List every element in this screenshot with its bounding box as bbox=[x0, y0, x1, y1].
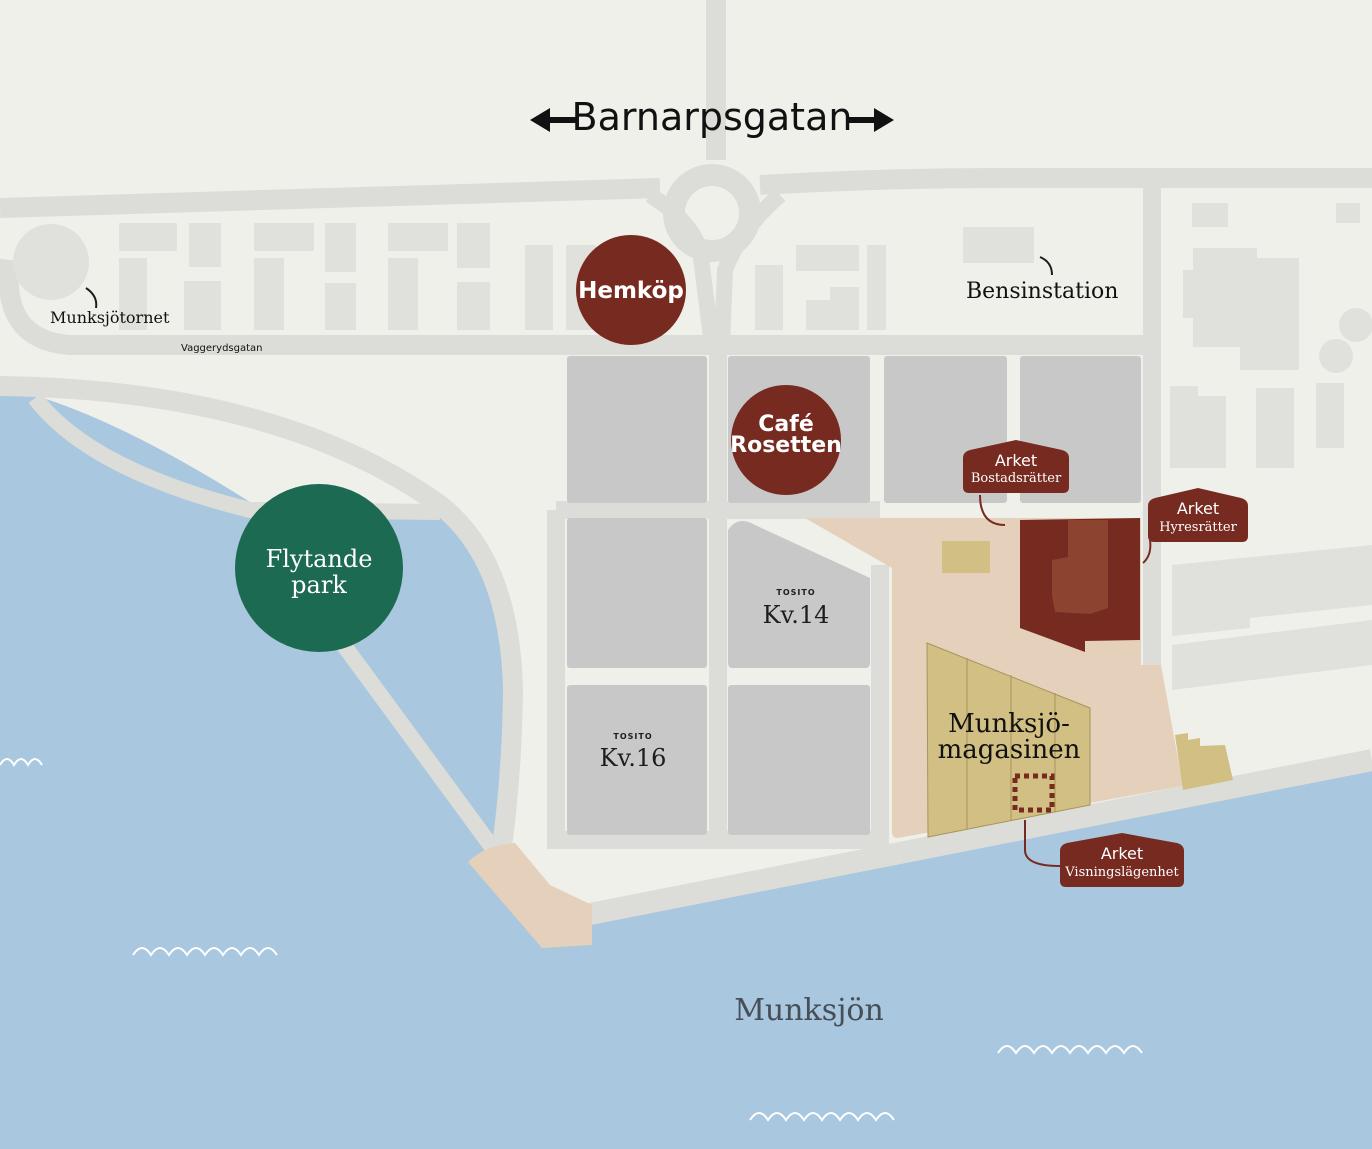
arket-building-inner bbox=[1052, 520, 1108, 614]
lake-label: Munksjön bbox=[734, 993, 884, 1028]
road-barnarpsgatan-west bbox=[0, 178, 661, 218]
badge-subtitle: Visningslägenhet bbox=[1064, 865, 1179, 880]
park-label-line1: Flytande bbox=[266, 545, 373, 573]
badge-shape bbox=[963, 440, 1069, 493]
badge-shape bbox=[1148, 488, 1248, 542]
block-kv16[interactable]: TOSITO Kv.16 bbox=[600, 732, 667, 772]
park-path-lower bbox=[333, 635, 507, 863]
warehouse-dividers bbox=[966, 658, 1056, 829]
landmark-label-munksjotornet: Munksjötornet bbox=[50, 308, 170, 327]
landmark-label-bensinstation: Bensinstation bbox=[966, 279, 1118, 304]
poi-flytande-park[interactable]: Flytande park bbox=[235, 484, 403, 652]
buildings-north bbox=[13, 223, 1034, 330]
badge-title: Arket bbox=[995, 451, 1037, 470]
small-building-olive bbox=[942, 541, 990, 573]
park-path-upper bbox=[28, 393, 441, 520]
badge-title: Arket bbox=[1101, 844, 1143, 863]
poi-cafe-rosetten[interactable]: Café Rosetten bbox=[730, 385, 842, 495]
kv16-brand-logo: TOSITO bbox=[613, 732, 652, 741]
shore-path bbox=[0, 376, 524, 862]
street-label-barnarpsgatan: Barnarpsgatan bbox=[572, 95, 853, 139]
warehouse-building bbox=[926, 642, 1091, 838]
warehouse-label-line1: Munksjö- bbox=[948, 709, 1070, 739]
warehouse-label-line2: magasinen bbox=[938, 735, 1081, 765]
cafe-marker bbox=[731, 385, 841, 495]
hemkop-marker bbox=[576, 235, 686, 345]
kv16-label: Kv.16 bbox=[600, 744, 667, 772]
showroom-marker bbox=[1012, 773, 1055, 813]
badge-subtitle: Hyresrätter bbox=[1159, 520, 1237, 535]
buildings-east bbox=[1170, 203, 1372, 690]
road-vaggerydsgatan bbox=[0, 258, 1150, 355]
badge-shape bbox=[1060, 833, 1184, 887]
block-kv14[interactable]: TOSITO Kv.14 bbox=[763, 588, 830, 629]
kv14-brand-logo: TOSITO bbox=[776, 588, 815, 597]
arrow-right-icon bbox=[846, 108, 894, 132]
kv14-label: Kv.14 bbox=[763, 601, 830, 629]
cafe-label-line2: Rosetten bbox=[730, 433, 842, 458]
road-barnarpsgatan-east bbox=[759, 168, 1372, 195]
shore-promenade bbox=[582, 749, 1372, 926]
badge-arket-hyresratter[interactable]: Arket Hyresrätter bbox=[1148, 488, 1248, 542]
road-to-roundabout-west bbox=[645, 188, 720, 347]
badge-arket-visning[interactable]: Arket Visningslägenhet bbox=[1060, 833, 1184, 887]
badge-arket-bostadsratter[interactable]: Arket Bostadsrätter bbox=[963, 440, 1069, 493]
road-block-loop bbox=[547, 352, 889, 849]
pier bbox=[468, 843, 592, 948]
arrow-left-icon bbox=[530, 108, 578, 132]
wave-icon bbox=[749, 1112, 895, 1122]
city-blocks bbox=[567, 356, 1141, 835]
badge-subtitle: Bostadsrätter bbox=[971, 471, 1062, 486]
small-building-shore bbox=[1175, 733, 1233, 790]
badge-title: Arket bbox=[1177, 499, 1219, 518]
park-label-line2: park bbox=[291, 571, 347, 599]
wave-icon bbox=[0, 758, 43, 767]
road-to-roundabout-east bbox=[714, 188, 786, 346]
wave-icon bbox=[132, 947, 278, 957]
leader-lines bbox=[85, 256, 1152, 867]
wave-icon bbox=[997, 1045, 1143, 1055]
cafe-label-line1: Café bbox=[758, 412, 813, 437]
poi-hemkop[interactable]: Hemköp bbox=[576, 235, 686, 345]
hemkop-label: Hemköp bbox=[578, 278, 684, 304]
street-label-vaggerydsgatan: Vaggerydsgatan bbox=[181, 343, 263, 354]
park-marker bbox=[235, 484, 403, 652]
